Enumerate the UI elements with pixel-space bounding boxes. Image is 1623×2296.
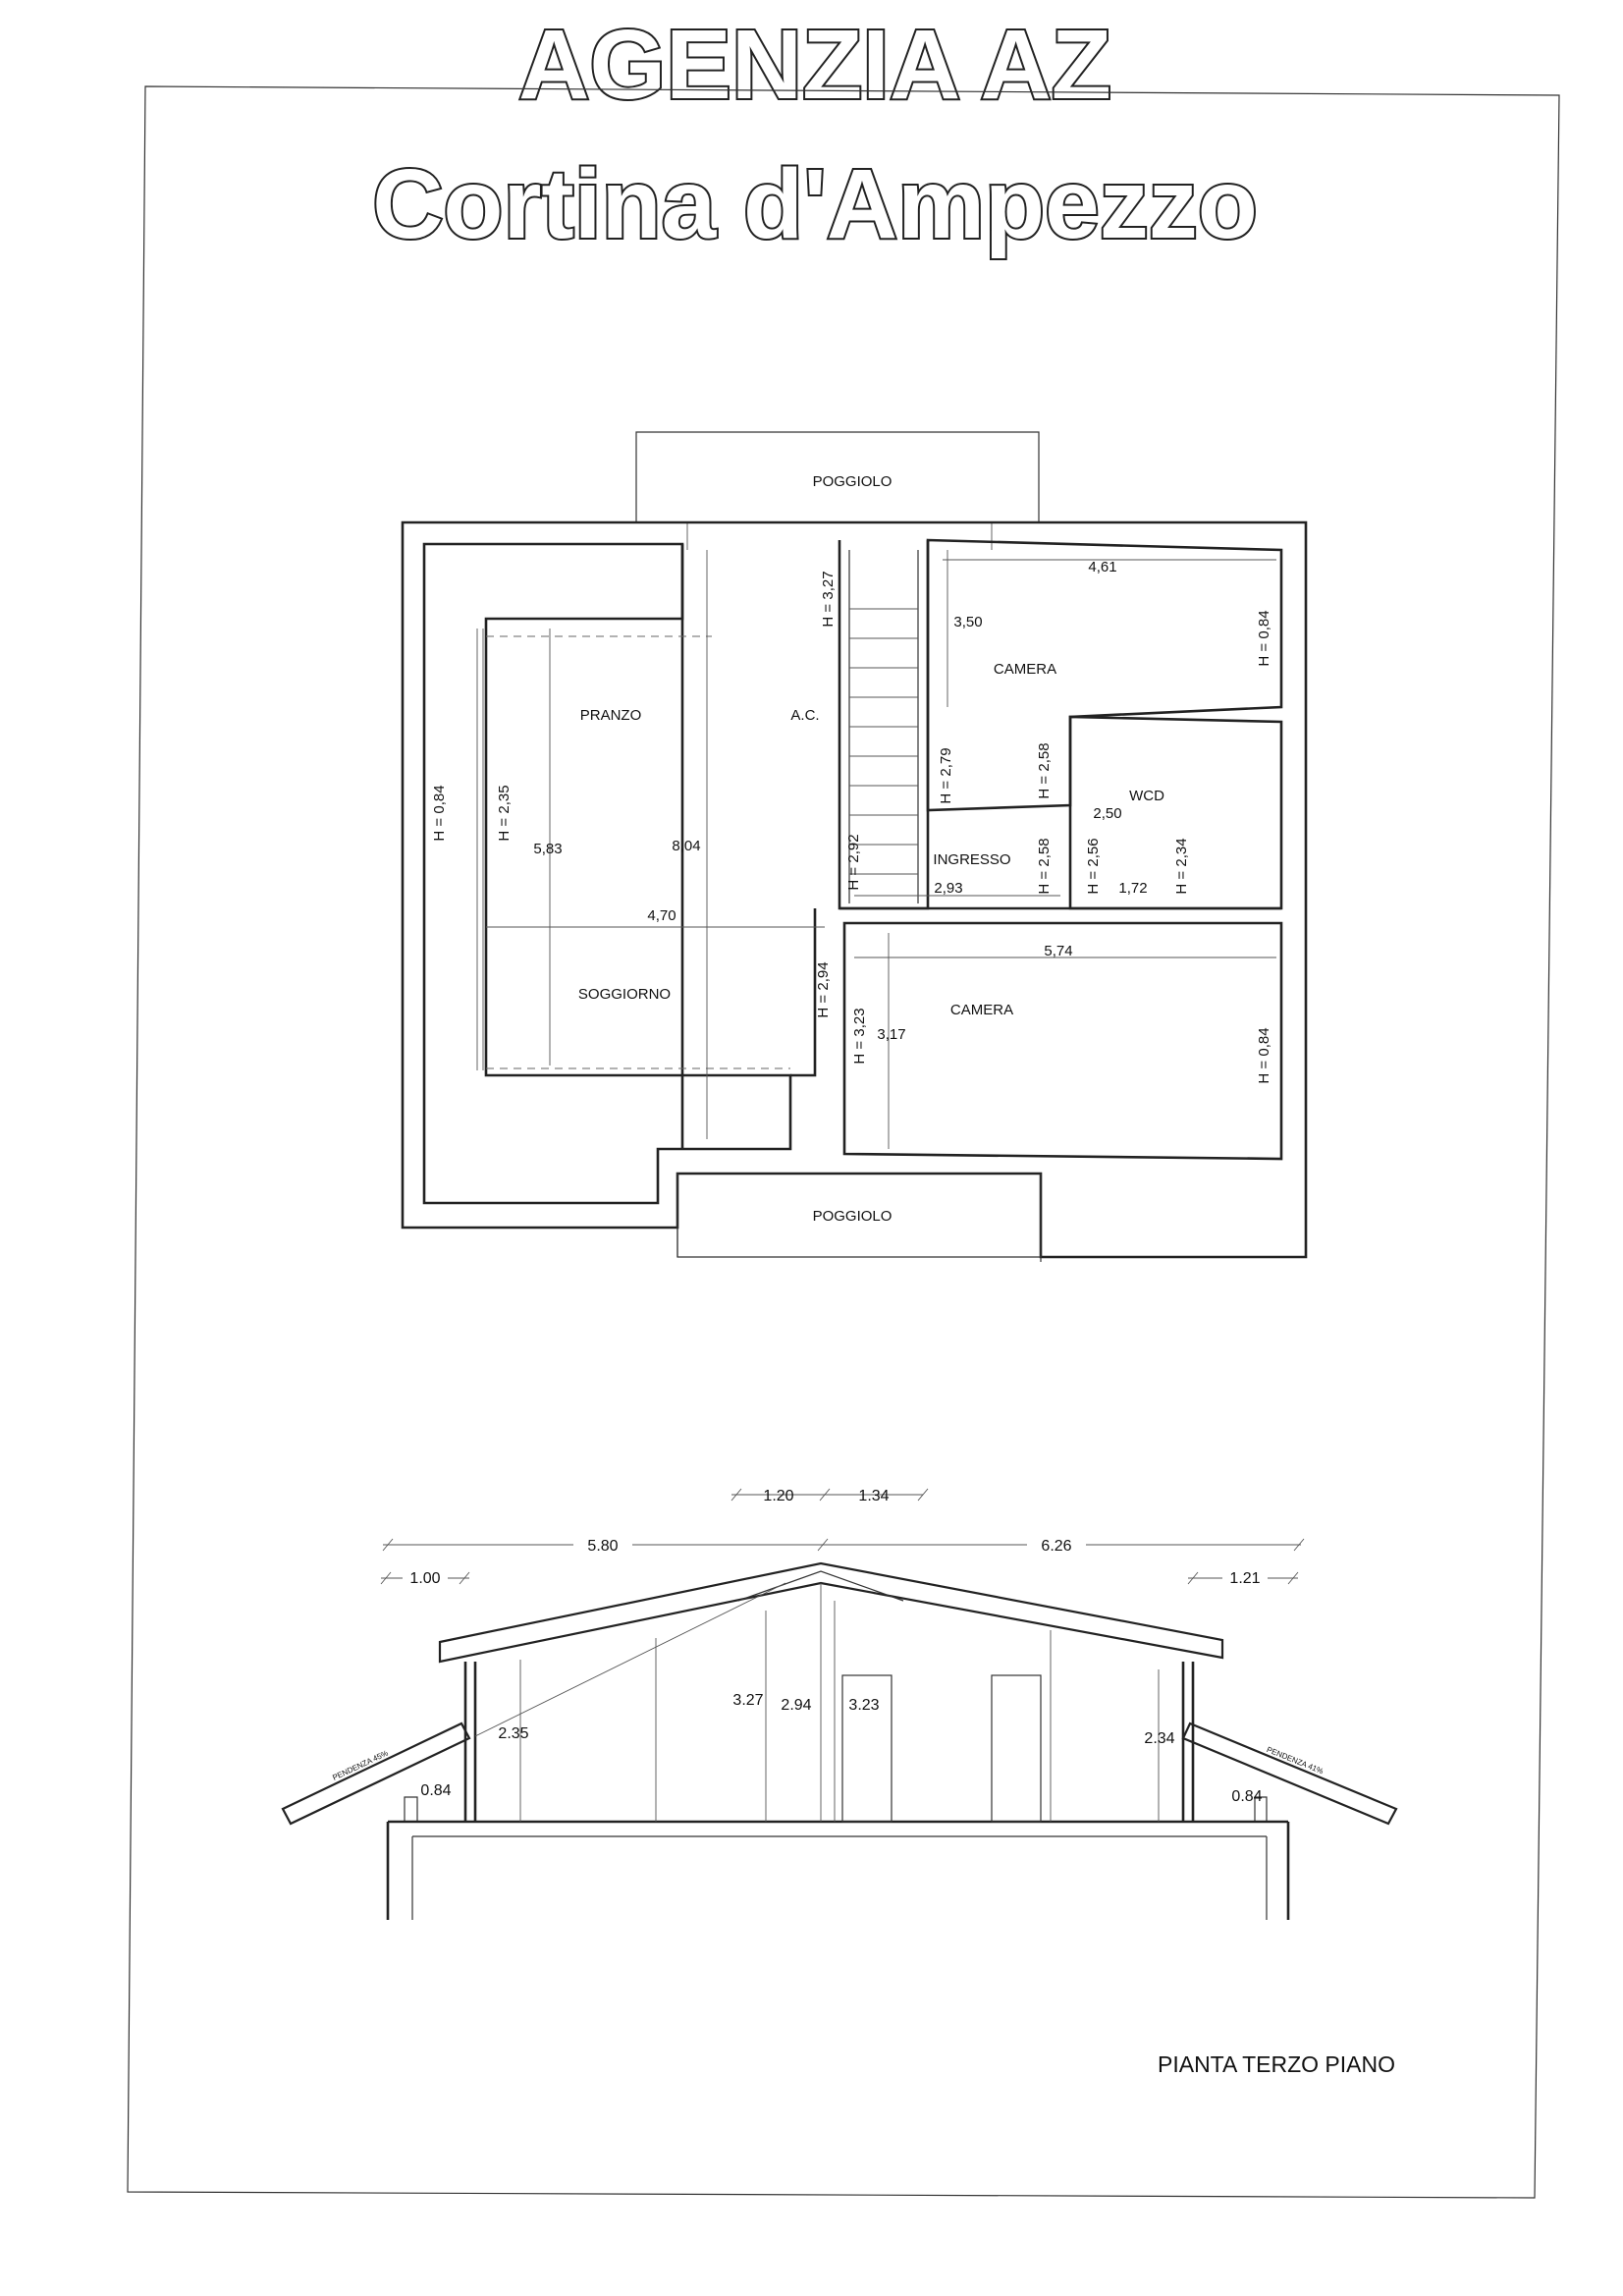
room-camera-bottom: CAMERA bbox=[950, 1002, 1013, 1018]
sec-dim-top-right: 1.34 bbox=[858, 1488, 889, 1504]
sec-h-234: 2.34 bbox=[1144, 1730, 1174, 1747]
height-327: H = 3,27 bbox=[820, 571, 837, 627]
diagonal-line bbox=[474, 1582, 786, 1737]
balcony-bottom bbox=[676, 1228, 1042, 1262]
interior-door-1 bbox=[841, 1674, 893, 1823]
staircase bbox=[848, 550, 919, 903]
agency-name: AGENZIA AZ bbox=[518, 10, 1111, 120]
room-camera-top: CAMERA bbox=[994, 661, 1056, 678]
ridge-cap bbox=[737, 1570, 904, 1602]
sheet-frame bbox=[127, 85, 1560, 2199]
dim-camera-bottom-depth: 3,17 bbox=[877, 1026, 905, 1043]
floor-slab bbox=[386, 1820, 1290, 1920]
lower-floor-walls bbox=[411, 1835, 1268, 1920]
sec-dim-span-right: 6.26 bbox=[1041, 1538, 1071, 1555]
left-eave-post bbox=[404, 1796, 418, 1822]
living-interior-wall bbox=[422, 542, 792, 1205]
sec-h-323: 3.23 bbox=[848, 1697, 879, 1714]
dim-living-length: 8,04 bbox=[672, 838, 700, 854]
sec-h-084-left: 0.84 bbox=[420, 1782, 451, 1799]
balcony-top bbox=[635, 431, 1040, 522]
height-256: H = 2,56 bbox=[1085, 838, 1102, 894]
sec-h-327: 3.27 bbox=[732, 1692, 763, 1709]
sec-h-235: 2.35 bbox=[498, 1725, 528, 1742]
room-wcd: WCD bbox=[1129, 788, 1164, 804]
height-323: H = 3,23 bbox=[851, 1008, 868, 1064]
height-234: H = 2,34 bbox=[1173, 838, 1190, 894]
height-left-outer: H = 0,84 bbox=[431, 785, 448, 841]
room-ingresso: INGRESSO bbox=[933, 851, 1010, 868]
sec-dim-eave-right: 1.21 bbox=[1229, 1570, 1260, 1587]
dim-camera-top-depth: 3,50 bbox=[953, 614, 982, 630]
dim-pranzo-depth: 5,83 bbox=[533, 841, 562, 857]
interior-door-2 bbox=[991, 1674, 1042, 1823]
agency-location: Cortina d'Ampezzo bbox=[372, 149, 1258, 259]
height-258-b: H = 2,58 bbox=[1036, 838, 1053, 894]
main-roof bbox=[438, 1561, 1224, 1664]
floor-plan: POGGIOLO CAMERA PRANZO A.C. WCD INGRESSO… bbox=[401, 431, 1308, 1262]
camera-top-walls bbox=[926, 538, 1283, 812]
left-knee-wall bbox=[463, 1662, 477, 1822]
left-windows bbox=[476, 629, 484, 1070]
room-pranzo: PRANZO bbox=[580, 707, 642, 724]
sec-h-084-right: 0.84 bbox=[1231, 1788, 1262, 1805]
height-292: H = 2,92 bbox=[845, 834, 862, 890]
dim-wcd-width: 1,72 bbox=[1118, 880, 1147, 897]
dim-wcd-depth: 2,50 bbox=[1093, 805, 1121, 822]
right-knee-wall bbox=[1181, 1662, 1195, 1822]
height-294: H = 2,94 bbox=[815, 961, 832, 1017]
height-camera-bottom: H = 0,84 bbox=[1256, 1027, 1272, 1083]
right-lower-roof bbox=[1181, 1722, 1398, 1826]
right-eave-post bbox=[1254, 1796, 1268, 1822]
room-soggiorno: SOGGIORNO bbox=[578, 986, 671, 1003]
sec-h-294: 2.94 bbox=[781, 1697, 811, 1714]
height-left-inner: H = 2,35 bbox=[496, 785, 513, 841]
soggiorno-step-wall bbox=[790, 908, 817, 1077]
height-279: H = 2,79 bbox=[938, 747, 954, 803]
dim-ingresso-width: 2,93 bbox=[934, 880, 962, 897]
sec-dim-span-left: 5.80 bbox=[587, 1538, 618, 1555]
height-camera-top: H = 0,84 bbox=[1256, 610, 1272, 666]
cross-section: 1.20 1.34 5.80 6.26 1.00 1.21 PENDENZA 4… bbox=[281, 1488, 1398, 1920]
dim-camera-bottom-width: 5,74 bbox=[1044, 943, 1072, 959]
sheet-title: PIANTA TERZO PIANO bbox=[1158, 2051, 1395, 2077]
left-lower-roof bbox=[281, 1722, 471, 1826]
dim-living-width: 4,70 bbox=[647, 907, 676, 924]
room-poggiolo-top: POGGIOLO bbox=[813, 473, 893, 490]
room-ac: A.C. bbox=[790, 707, 819, 724]
dim-camera-top-width: 4,61 bbox=[1088, 559, 1116, 575]
room-poggiolo-bottom: POGGIOLO bbox=[813, 1208, 893, 1225]
sec-dim-eave-left: 1.00 bbox=[409, 1570, 440, 1587]
height-258-a: H = 2,58 bbox=[1036, 742, 1053, 798]
sec-dim-top-left: 1.20 bbox=[763, 1488, 793, 1504]
camera-bottom-walls bbox=[842, 921, 1283, 1161]
